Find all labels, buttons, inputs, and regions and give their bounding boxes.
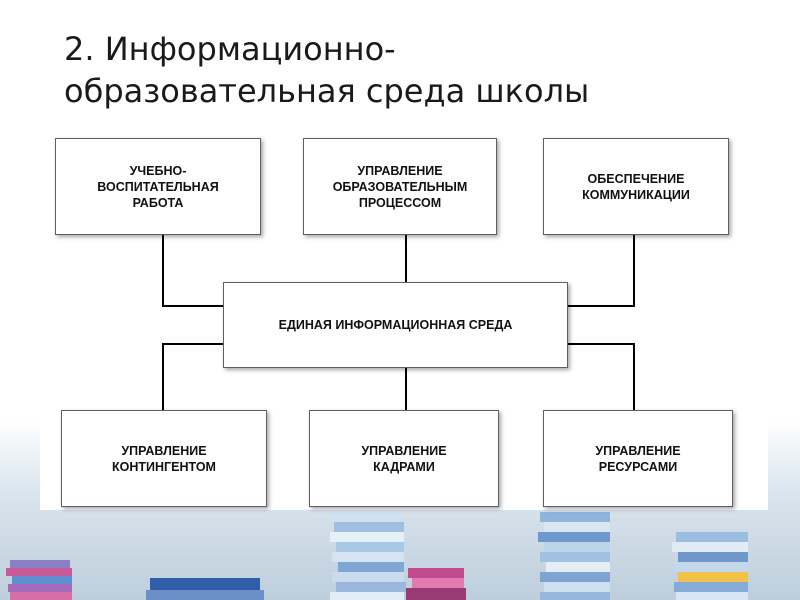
box-staff-management: УПРАВЛЕНИЕ КАДРАМИ: [309, 410, 499, 507]
box-student-management: УПРАВЛЕНИЕ КОНТИНГЕНТОМ: [61, 410, 267, 507]
box-communication-support: ОБЕСПЕЧЕНИЕ КОММУНИКАЦИИ: [543, 138, 729, 235]
box-education-process-management: УПРАВЛЕНИЕ ОБРАЗОВАТЕЛЬНЫМ ПРОЦЕССОМ: [303, 138, 497, 235]
box-unified-information-environment: ЕДИНАЯ ИНФОРМАЦИОННАЯ СРЕДА: [223, 282, 568, 368]
connector-bottom-right: [568, 344, 634, 410]
box-resource-management: УПРАВЛЕНИЕ РЕСУРСАМИ: [543, 410, 733, 507]
connector-bottom-left: [163, 344, 223, 410]
connector-top-right: [568, 235, 634, 306]
box-educational-work: УЧЕБНО- ВОСПИТАТЕЛЬНАЯ РАБОТА: [55, 138, 261, 235]
connector-top-left: [163, 235, 223, 306]
